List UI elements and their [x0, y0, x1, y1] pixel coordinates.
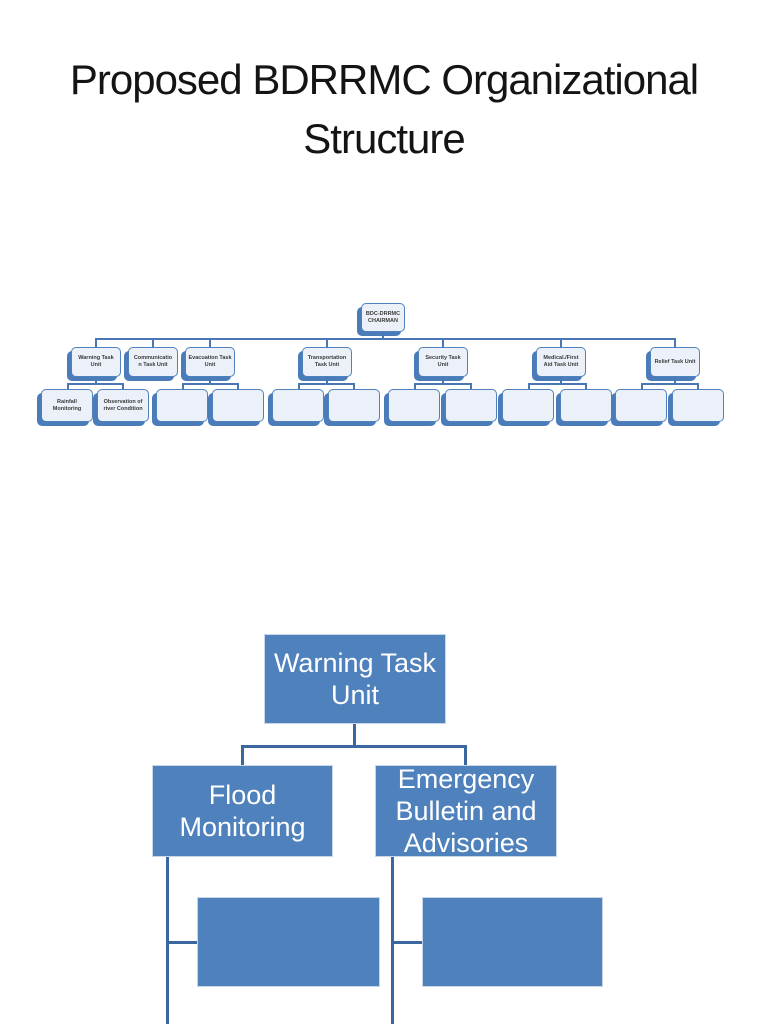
connector-hook — [414, 383, 416, 389]
connector-tick — [152, 338, 154, 347]
connector-hook — [182, 383, 184, 389]
connector-stem — [326, 377, 328, 383]
detail-node-warning-task-unit: Warning Task Unit — [264, 634, 446, 724]
connector-hook — [353, 383, 355, 389]
connector-tick — [209, 338, 211, 347]
org-node-blank — [672, 389, 724, 422]
connector-stem — [674, 377, 676, 383]
connector-tick — [560, 338, 562, 347]
connector-detail-drop — [241, 745, 244, 765]
connector-stem — [560, 377, 562, 383]
connector-bracket — [67, 383, 124, 385]
org-node-warning-task-unit: Warning Task Unit — [71, 347, 121, 377]
org-node-medical-first-aid-task-unit: Medical./First Aid Task Unit — [536, 347, 586, 377]
org-node-blank — [615, 389, 667, 422]
org-node-transportation-task-unit: Transportation Task Unit — [302, 347, 352, 377]
detail-node-blank-1 — [197, 897, 380, 987]
connector-root-stem — [382, 332, 384, 338]
org-node-blank — [445, 389, 497, 422]
org-node-blank — [502, 389, 554, 422]
connector-elbow — [391, 941, 422, 944]
org-node-blank — [560, 389, 612, 422]
detail-node-flood-monitoring: Flood Monitoring — [152, 765, 333, 857]
org-node-blank — [212, 389, 264, 422]
detail-node-blank-2 — [422, 897, 603, 987]
connector-bracket — [528, 383, 587, 385]
connector-hook — [470, 383, 472, 389]
connector-stem — [209, 377, 211, 383]
connector-hook — [697, 383, 699, 389]
connector-trunk — [96, 338, 675, 340]
connector-detail-trunk — [241, 745, 466, 748]
org-node-blank — [328, 389, 380, 422]
org-node-communication-task-unit: Communicatio n Task Unit — [128, 347, 178, 377]
connector-stem — [95, 377, 97, 383]
org-node-blank — [388, 389, 440, 422]
connector-detail-stem — [353, 724, 356, 745]
org-node-relief-task-unit: Relief Task Unit — [650, 347, 700, 377]
connector-hook — [298, 383, 300, 389]
connector-bracket — [182, 383, 239, 385]
connector-hook — [641, 383, 643, 389]
connector-hanging-tail — [166, 857, 169, 1024]
org-node-chairman: BDC-DRRMC CHAIRMAN — [361, 303, 405, 332]
page-title: Proposed BDRRMC Organizational Structure — [69, 56, 699, 162]
connector-hook — [237, 383, 239, 389]
org-node-rainfall-monitoring: Rainfall Monitoring — [41, 389, 93, 422]
connector-stem — [442, 377, 444, 383]
connector-tick — [326, 338, 328, 347]
connector-hook — [67, 383, 69, 389]
connector-tick — [674, 338, 676, 347]
connector-bracket — [641, 383, 699, 385]
detail-node-emergency-bulletin: Emergency Bulletin and Advisories — [375, 764, 557, 858]
connector-elbow — [166, 941, 197, 944]
org-node-blank — [156, 389, 208, 422]
connector-detail-drop — [464, 745, 467, 765]
org-node-observation-river-condition: Observation of river Condition — [97, 389, 149, 422]
org-node-evacuation-task-unit: Evacuation Task Unit — [185, 347, 235, 377]
connector-hook — [122, 383, 124, 389]
connector-hanging-tail — [391, 857, 394, 1024]
org-node-blank — [272, 389, 324, 422]
connector-bracket — [298, 383, 355, 385]
connector-hook — [528, 383, 530, 389]
connector-bracket — [414, 383, 472, 385]
connector-tick — [442, 338, 444, 347]
connector-tick — [95, 338, 97, 347]
org-node-security-task-unit: Security Task Unit — [418, 347, 468, 377]
connector-hook — [585, 383, 587, 389]
